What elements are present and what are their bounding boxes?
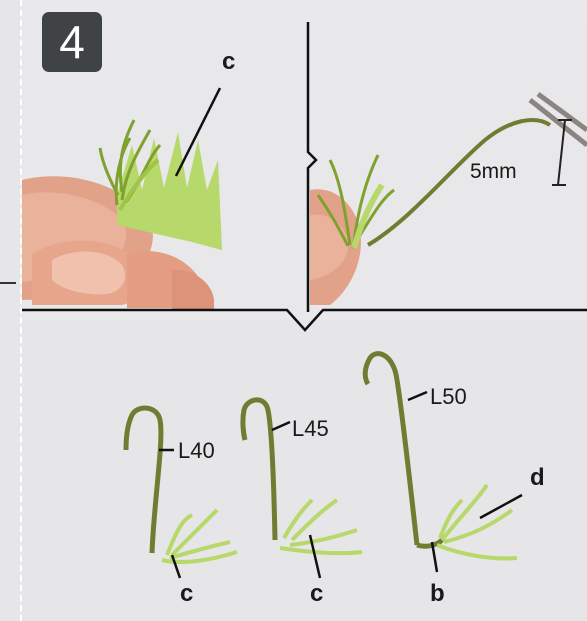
photo-bend-wire [310, 20, 587, 310]
stem3-part-label-b: b [430, 580, 445, 608]
part-label-c-top: c [222, 48, 235, 76]
edge-pointer-line [0, 282, 16, 284]
photo-three-stems [22, 320, 587, 621]
panel-divider-horizontal [22, 300, 587, 340]
measure-label: 5mm [470, 160, 517, 184]
panel-divider-vertical [306, 22, 320, 312]
stem1-part-label-c: c [180, 580, 193, 608]
stem3-part-label-d: d [530, 464, 545, 492]
stem-length-label-l45: L45 [292, 416, 329, 442]
stem-length-label-l40: L40 [178, 438, 215, 464]
previous-panel-edge [0, 0, 20, 621]
stem2-part-label-c: c [310, 580, 323, 608]
step-number-badge: 4 [42, 12, 102, 72]
stem-length-label-l50: L50 [430, 384, 467, 410]
